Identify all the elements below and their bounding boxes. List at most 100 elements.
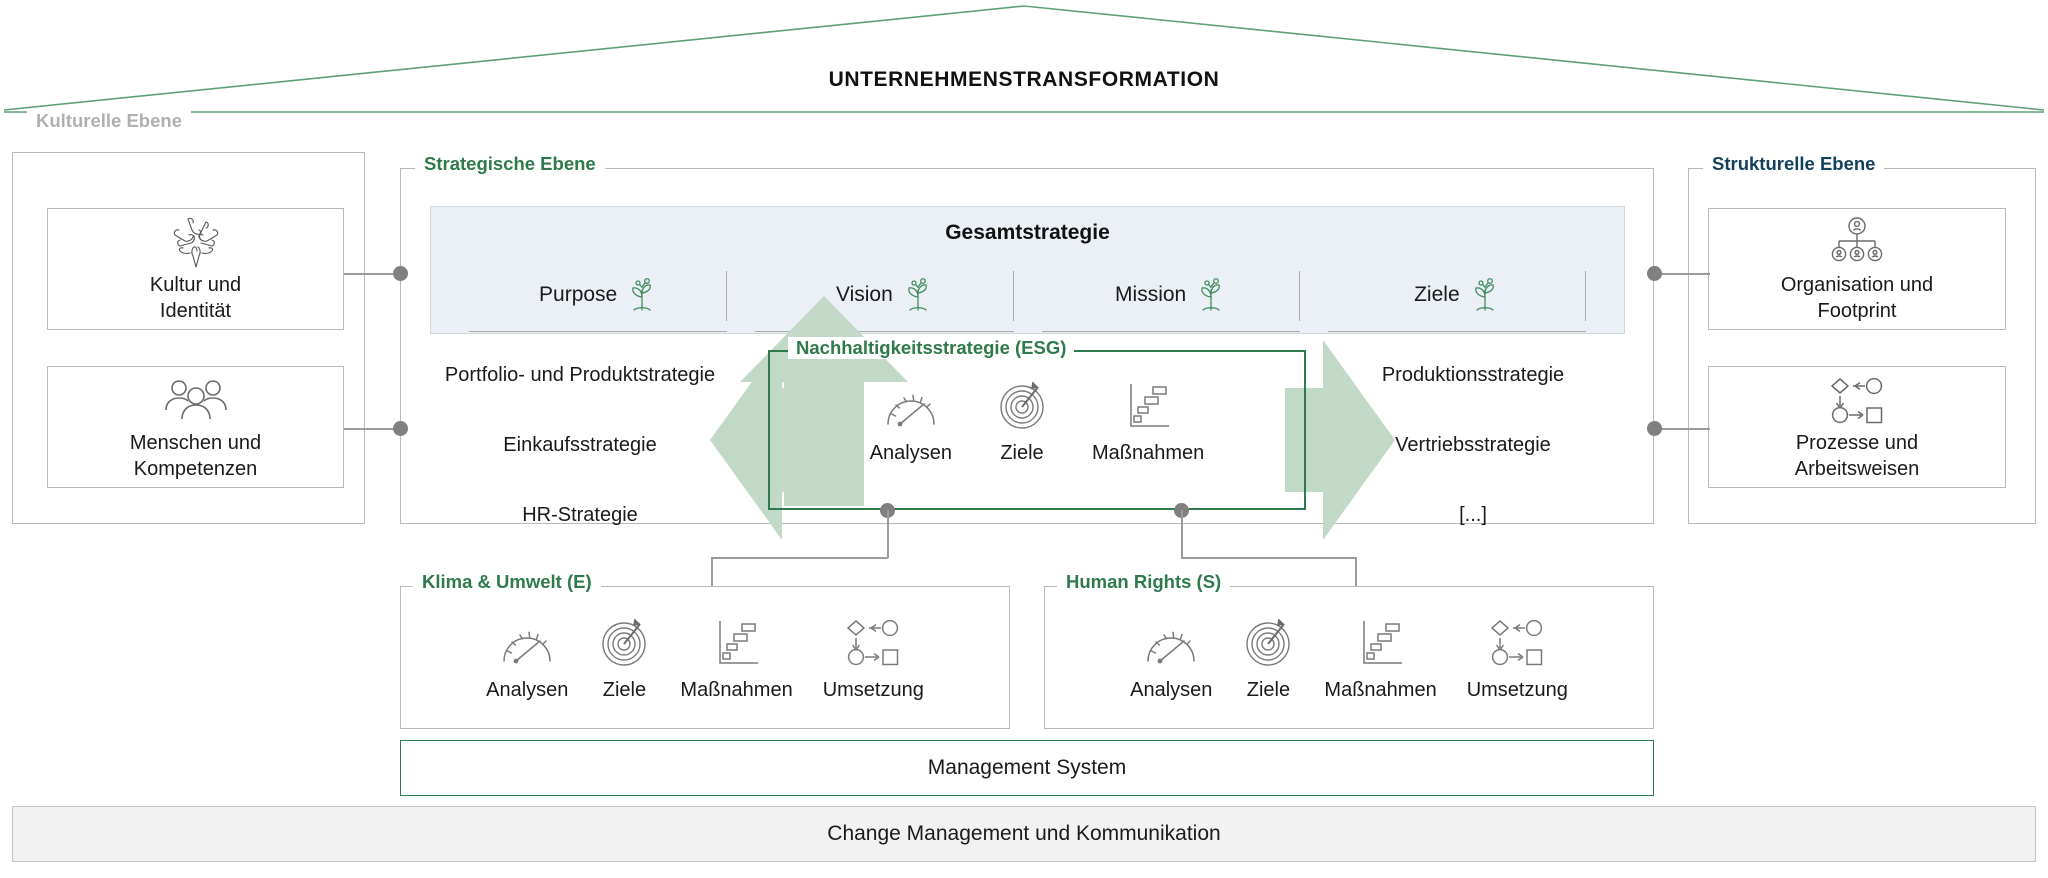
connector: [1654, 428, 1710, 430]
step-label: Analysen: [486, 679, 569, 701]
connector-dot: [393, 266, 408, 281]
target-arrow-icon: [598, 615, 650, 667]
panel-title-strukturelle-ebene: Strukturelle Ebene: [1703, 154, 1885, 173]
gs-item-label: Vision: [835, 283, 893, 306]
klima-step-umsetzung[interactable]: Umsetzung: [823, 615, 924, 702]
card-kultur-und-identitaet[interactable]: Kultur und Identität: [47, 208, 344, 330]
gs-item-label: Purpose: [539, 283, 618, 306]
panel-title-klima-umwelt: Klima & Umwelt (E): [413, 572, 601, 591]
target-arrow-icon: [1242, 615, 1294, 667]
connector: [711, 557, 713, 587]
management-system-bar[interactable]: Management System: [400, 740, 1654, 796]
step-label: Umsetzung: [822, 679, 924, 701]
connector: [887, 510, 889, 558]
card-label: Organisation und Footprint: [1780, 274, 1934, 322]
gs-item-vision[interactable]: Vision: [755, 269, 1014, 332]
gesamtstrategie-title: Gesamtstrategie: [945, 221, 1110, 244]
card-prozesse-und-arbeitsweisen[interactable]: Prozesse und Arbeitsweisen: [1708, 366, 2006, 488]
process-flow-icon: [842, 615, 904, 667]
klima-step-massnahmen[interactable]: Maßnahmen: [680, 615, 793, 702]
esg-step-label: Ziele: [1000, 442, 1044, 464]
hr-step-analysen[interactable]: Analysen: [1130, 615, 1212, 702]
connector: [344, 428, 402, 430]
gauge-icon: [1143, 615, 1199, 667]
strategy-line: Einkaufsstrategie: [503, 434, 657, 456]
step-label: Umsetzung: [1466, 679, 1568, 701]
esg-steps: Analysen Ziele: [770, 378, 1304, 465]
gs-item-purpose[interactable]: Purpose: [469, 269, 728, 332]
gs-item-label: Ziele: [1414, 283, 1460, 306]
panel-title-strategische-ebene: Strategische Ebene: [415, 154, 605, 173]
gesamtstrategie-items: Purpose Vision: [431, 269, 1624, 332]
humanrights-steps: Analysen Ziele: [1045, 615, 1653, 702]
arrow-left-icon: [710, 340, 820, 540]
esg-step-massnahmen[interactable]: Maßnahmen: [1092, 378, 1204, 465]
strategy-line: HR-Strategie: [522, 504, 638, 526]
card-menschen-und-kompetenzen[interactable]: Menschen und Kompetenzen: [47, 366, 344, 488]
change-management-label: Change Management und Kommunikation: [827, 822, 1221, 845]
hr-step-ziele[interactable]: Ziele: [1242, 615, 1294, 702]
connector: [1654, 273, 1710, 275]
target-arrow-icon: [996, 378, 1048, 430]
esg-box: Nachhaltigkeitsstrategie (ESG) Analysen: [768, 337, 1306, 510]
strategy-line: Portfolio- und Produktstrategie: [444, 364, 716, 386]
org-chart-icon: [1825, 213, 1889, 269]
page-title: UNTERNEHMENSTRANSFORMATION: [828, 68, 1220, 91]
bar-chart-icon: [1123, 378, 1173, 430]
seedling-icon: [627, 277, 657, 313]
left-strategies: Portfolio- und Produktstrategie Einkaufs…: [400, 365, 760, 525]
strategy-line: Produktionsstrategie: [1381, 364, 1565, 386]
esg-step-ziele[interactable]: Ziele: [996, 378, 1048, 465]
bar-chart-icon: [712, 615, 762, 667]
panel-kulturelle-ebene: Kulturelle Ebene: [12, 111, 365, 524]
connector-dot: [393, 421, 408, 436]
panel-title-kulturelle-ebene: Kulturelle Ebene: [27, 111, 191, 130]
connector: [1355, 557, 1357, 587]
klima-step-analysen[interactable]: Analysen: [486, 615, 568, 702]
esg-step-label: Analysen: [869, 442, 952, 464]
panel-klima-umwelt: Klima & Umwelt (E) Analysen: [400, 572, 1010, 729]
connector: [1181, 510, 1183, 558]
gauge-icon: [499, 615, 555, 667]
card-label: Menschen und Kompetenzen: [129, 432, 262, 480]
step-label: Ziele: [1246, 679, 1291, 701]
gauge-icon: [883, 378, 939, 430]
right-strategies: Produktionsstrategie Vertriebsstrategie …: [1293, 365, 1653, 525]
step-label: Analysen: [1130, 679, 1213, 701]
process-flow-icon: [1486, 615, 1548, 667]
strategy-line: [...]: [1459, 504, 1487, 526]
connector: [344, 273, 402, 275]
hr-step-umsetzung[interactable]: Umsetzung: [1467, 615, 1568, 702]
card-organisation-und-footprint[interactable]: Organisation und Footprint: [1708, 208, 2006, 330]
panel-strukturelle-ebene: Strukturelle Ebene: [1688, 154, 2036, 524]
klima-steps: Analysen Ziele: [401, 615, 1009, 702]
connector-dot: [1647, 266, 1662, 281]
strategy-line: Vertriebsstrategie: [1395, 434, 1551, 456]
seedling-icon: [1196, 277, 1226, 313]
process-flow-icon: [1826, 371, 1888, 427]
seedling-icon: [1470, 277, 1500, 313]
gs-item-label: Mission: [1115, 283, 1187, 306]
gs-item-mission[interactable]: Mission: [1041, 269, 1301, 332]
klima-step-ziele[interactable]: Ziele: [598, 615, 650, 702]
gesamtstrategie-box: Gesamtstrategie Purpose Vision: [430, 206, 1625, 334]
management-system-label: Management System: [927, 756, 1127, 779]
panel-strategische-ebene: Strategische Ebene: [400, 154, 1654, 524]
step-label: Maßnahmen: [680, 679, 793, 701]
hr-step-massnahmen[interactable]: Maßnahmen: [1324, 615, 1437, 702]
panel-human-rights: Human Rights (S) Analysen: [1044, 572, 1654, 729]
change-management-bar[interactable]: Change Management und Kommunikation: [12, 806, 2036, 862]
gs-item-ziele[interactable]: Ziele: [1327, 269, 1587, 332]
connector: [1181, 557, 1357, 559]
connector-dot: [1647, 421, 1662, 436]
card-label: Prozesse und Arbeitsweisen: [1794, 432, 1920, 480]
people-group-icon: [161, 371, 231, 427]
card-label: Kultur und Identität: [149, 274, 242, 322]
connector: [711, 557, 888, 559]
arrow-right-icon: [1285, 340, 1395, 540]
roof-shape: [3, 5, 2045, 113]
seedling-icon: [903, 277, 933, 313]
esg-step-analysen[interactable]: Analysen: [870, 378, 952, 465]
bar-chart-icon: [1356, 615, 1406, 667]
